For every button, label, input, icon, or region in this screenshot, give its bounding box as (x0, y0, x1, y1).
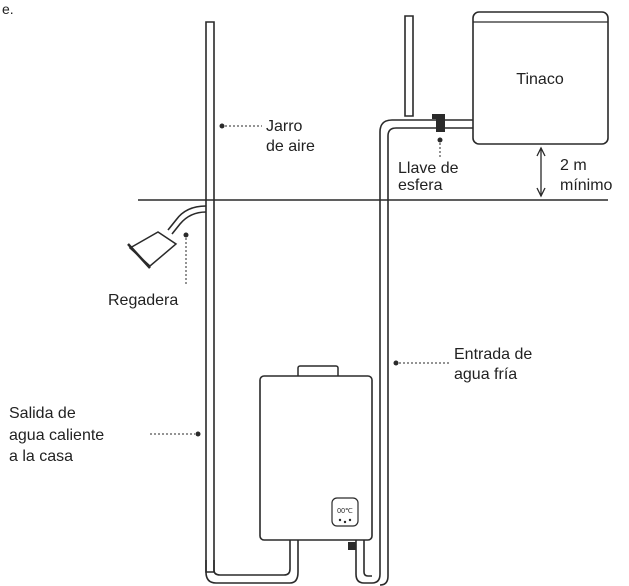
height-dimension (536, 146, 546, 198)
water-tank: Tinaco (472, 11, 609, 145)
air-pipe-marker (219, 123, 225, 129)
top-text-fragment: e. (2, 1, 14, 17)
shower-marker (183, 232, 189, 238)
valve-label-line2: esfera (398, 177, 443, 194)
cold-inlet-marker (393, 360, 399, 366)
air-pipe-label-line1: Jarro (266, 118, 303, 135)
valve-label-line1: Llave de (398, 160, 459, 177)
hot-outlet-pipe (205, 540, 299, 584)
air-pipe (205, 21, 215, 573)
ball-valve (432, 114, 445, 132)
height-label-line1: 2 m (560, 157, 587, 174)
hot-outlet-label-line1: Salida de (9, 405, 76, 422)
vent-pipe (404, 15, 414, 117)
cold-inlet-label-line2: agua fría (454, 366, 517, 383)
cold-inlet-pipe (355, 119, 473, 586)
hot-outlet-label-line3: a la casa (9, 448, 73, 465)
heater-gas-valve (348, 542, 356, 550)
tank-label: Tinaco (516, 71, 564, 88)
hot-outlet-label-line2: agua caliente (9, 427, 104, 444)
air-pipe-label-line2: de aire (266, 138, 315, 155)
cold-inlet-label-line1: Entrada de (454, 346, 532, 363)
shower-head (127, 205, 207, 269)
shower-label: Regadera (108, 292, 178, 309)
heater-display-text: 00℃ (337, 508, 353, 515)
valve-marker (437, 137, 443, 143)
height-label-line2: mínimo (560, 177, 613, 194)
hot-outlet-marker (195, 431, 201, 437)
water-heater: 00℃ (259, 365, 373, 550)
heater-display (331, 497, 359, 527)
